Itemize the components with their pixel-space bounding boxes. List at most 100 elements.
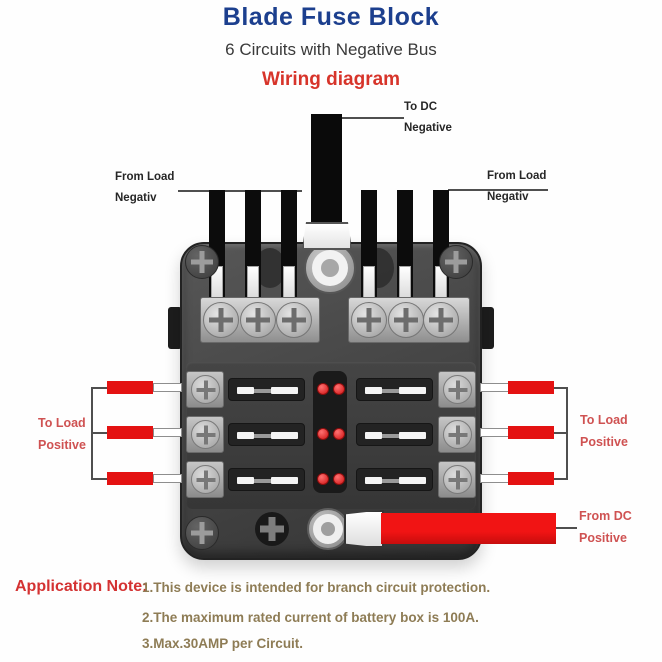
dc-positive-lug xyxy=(344,510,384,548)
led-indicator xyxy=(317,473,329,485)
negative-terminal-bank-left xyxy=(200,297,320,343)
fuse-blade xyxy=(365,432,382,439)
positive-terminal xyxy=(438,371,476,408)
label-from-load-negativ-right: From Load Negativ xyxy=(487,166,546,208)
right-load-stub-line xyxy=(554,478,568,480)
left-load-stub-line xyxy=(91,432,108,434)
fuse-blade xyxy=(365,387,382,394)
load-negative-wire xyxy=(209,190,225,302)
label-to-load-positive-left: To Load Positive xyxy=(38,412,86,456)
load-positive-wire xyxy=(107,472,153,485)
fuse-link xyxy=(254,479,271,483)
label-from-load-negativ-left: From Load Negativ xyxy=(115,167,174,209)
label-line: From Load xyxy=(487,170,547,182)
fuse-blade xyxy=(365,477,382,484)
wire-crimp xyxy=(153,428,182,437)
application-note-heading: Application Note: xyxy=(15,578,148,595)
load-negative-wire xyxy=(245,190,261,302)
blade-fuse xyxy=(228,468,305,491)
positive-marker-icon xyxy=(255,512,289,546)
load-positive-wire xyxy=(107,426,153,439)
positive-terminal xyxy=(186,371,224,408)
fuse-blade xyxy=(237,432,254,439)
to-dc-leader-line xyxy=(342,117,404,119)
terminal-screw-icon xyxy=(443,420,472,449)
terminal-screw-icon xyxy=(191,420,220,449)
terminal-screw-icon xyxy=(443,465,472,494)
left-mount-tab xyxy=(168,307,182,349)
fuse-link xyxy=(382,389,399,393)
label-line: Positive xyxy=(38,438,86,452)
label-line: To Load xyxy=(38,416,86,430)
wire-crimp xyxy=(480,428,509,437)
right-load-stub-line xyxy=(554,387,568,389)
positive-terminal xyxy=(186,461,224,498)
load-negative-wire xyxy=(397,190,413,302)
led-indicator xyxy=(333,383,345,395)
fuse-blade xyxy=(237,387,254,394)
terminal-screw-icon xyxy=(203,302,239,338)
right-load-stub-line xyxy=(554,432,568,434)
right-load-bracket-line xyxy=(566,387,568,480)
dc-negative-wire xyxy=(311,114,342,224)
fuse-blade xyxy=(399,387,426,394)
corner-screw-icon xyxy=(185,245,219,279)
blade-fuse xyxy=(356,423,433,446)
load-positive-wire xyxy=(508,472,554,485)
label-from-dc-positive: From DC Positive xyxy=(579,505,632,549)
load-positive-wire xyxy=(508,381,554,394)
dc-negative-lug xyxy=(302,222,352,250)
load-negative-wire xyxy=(433,190,449,302)
led-indicator xyxy=(317,428,329,440)
negative-bus-stud-core xyxy=(321,259,339,277)
label-line: From DC xyxy=(579,509,632,523)
fuse-blade xyxy=(271,432,298,439)
blade-fuse xyxy=(228,423,305,446)
wire-crimp xyxy=(480,383,509,392)
application-note-2: 2.The maximum rated current of battery b… xyxy=(142,610,479,625)
from-load-right-leader-line xyxy=(448,189,548,191)
diagram-heading: Wiring diagram xyxy=(261,69,401,90)
fuse-link xyxy=(382,479,399,483)
left-load-stub-line xyxy=(91,478,108,480)
blade-fuse xyxy=(356,378,433,401)
fuse-blade xyxy=(237,477,254,484)
led-indicator xyxy=(333,473,345,485)
terminal-screw-icon xyxy=(351,302,387,338)
fuse-blade xyxy=(399,432,426,439)
led-indicator xyxy=(333,428,345,440)
label-to-load-positive-right: To Load Positive xyxy=(580,409,628,453)
label-line: Negative xyxy=(404,122,452,134)
fuse-blade xyxy=(399,477,426,484)
dc-positive-wire xyxy=(381,513,556,544)
label-line: Positive xyxy=(580,435,628,449)
load-positive-wire xyxy=(508,426,554,439)
fuse-link xyxy=(382,434,399,438)
blade-fuse xyxy=(228,378,305,401)
terminal-screw-icon xyxy=(423,302,459,338)
from-dc-leader-line xyxy=(556,527,577,529)
negative-terminal-bank-right xyxy=(348,297,470,343)
from-load-left-leader-line xyxy=(178,190,302,192)
left-load-stub-line xyxy=(91,387,108,389)
blade-fuse xyxy=(356,468,433,491)
page-title: Blade Fuse Block xyxy=(222,3,440,31)
load-positive-wire xyxy=(107,381,153,394)
label-line: Negativ xyxy=(115,192,157,204)
label-line: To DC xyxy=(404,101,438,113)
application-note-3: 3.Max.30AMP per Circuit. xyxy=(142,636,304,651)
positive-terminal xyxy=(438,416,476,453)
load-negative-wire xyxy=(281,190,297,302)
wire-crimp xyxy=(153,474,182,483)
wire-crimp xyxy=(153,383,182,392)
label-line: Negativ xyxy=(487,191,529,203)
corner-screw-icon xyxy=(185,516,219,550)
load-negative-wire xyxy=(361,190,377,302)
terminal-screw-icon xyxy=(388,302,424,338)
positive-bus-stud-core xyxy=(321,522,335,536)
positive-terminal xyxy=(438,461,476,498)
fuse-link xyxy=(254,434,271,438)
application-note-1: 1.This device is intended for branch cir… xyxy=(142,580,491,595)
label-line: Positive xyxy=(579,531,627,545)
